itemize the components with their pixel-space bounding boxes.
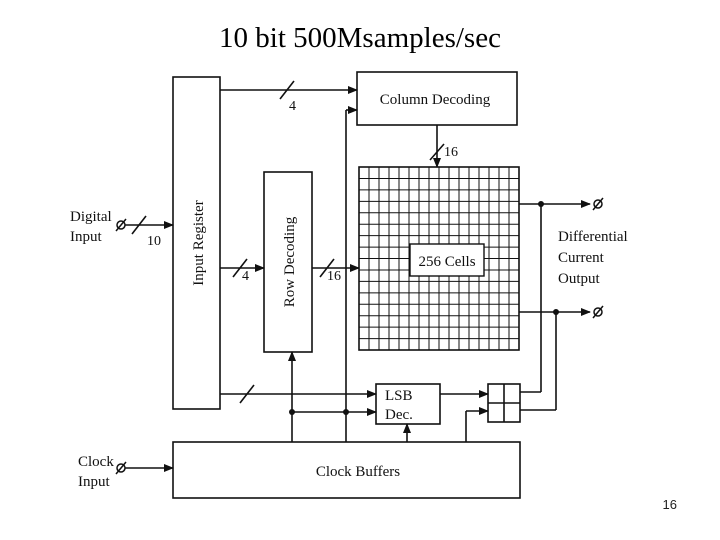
digital-input-label-line2: Input <box>70 229 102 245</box>
digital-input-label-line1: Digital <box>70 209 112 225</box>
slide-title: 10 bit 500Msamples/sec <box>219 22 501 54</box>
bus-width-row-out: 16 <box>327 269 341 284</box>
bus-width-column-out: 16 <box>444 145 458 160</box>
bus-width-row: 4 <box>242 269 249 284</box>
column-decoding-label: Column Decoding <box>380 92 491 108</box>
output-positive-terminal-icon <box>593 199 603 209</box>
junction-dots <box>289 201 559 415</box>
clock-input-terminal-icon <box>116 463 126 473</box>
input-register-block <box>172 76 221 410</box>
bus-width-input: 10 <box>147 234 161 249</box>
output-label-line3: Output <box>558 271 601 287</box>
row-decoding-label: Row Decoding <box>282 216 298 307</box>
cells-label: 256 Cells <box>418 254 475 270</box>
output-negative-terminal-icon <box>593 307 603 317</box>
wires <box>125 80 591 472</box>
output-label-line2: Current <box>558 250 605 266</box>
digital-input-terminal-icon <box>116 220 126 230</box>
clock-input-label-line2: Input <box>78 474 110 490</box>
bus-width-column: 4 <box>289 99 296 114</box>
cells-label-box <box>409 243 485 277</box>
clock-input-label-line1: Clock <box>78 454 114 470</box>
output-label-line1: Differential <box>558 229 628 245</box>
lsb-label-line1: LSB <box>385 388 413 404</box>
lsb-label-line2: Dec. <box>385 407 413 423</box>
clock-buffers-label: Clock Buffers <box>316 464 400 480</box>
terminal-symbols <box>115 197 604 475</box>
input-register-label: Input Register <box>191 200 207 285</box>
page-number: 16 <box>662 497 677 512</box>
